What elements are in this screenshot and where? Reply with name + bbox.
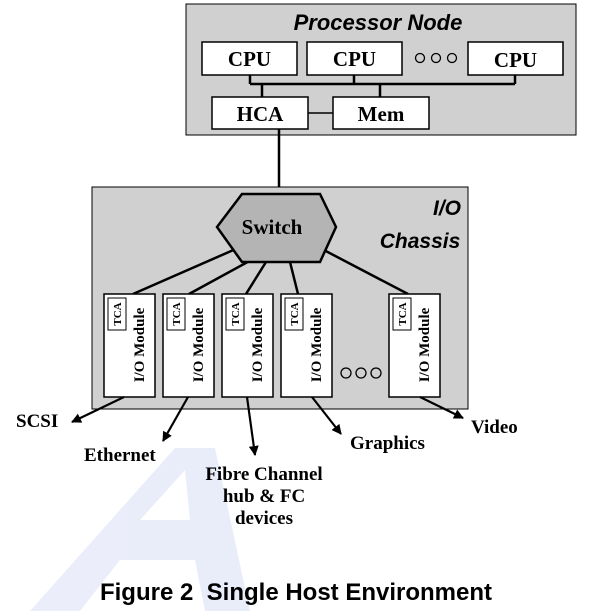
scsi-arrow xyxy=(71,396,125,423)
tca-label-1: TCA xyxy=(112,302,124,325)
cpu-box-3 xyxy=(467,41,564,76)
mem-label: Mem xyxy=(358,102,405,126)
switch-module-links xyxy=(132,246,409,296)
ethernet-label: Ethernet xyxy=(84,445,156,466)
io-module-label-2: I/O Module xyxy=(191,307,207,382)
watermark xyxy=(30,448,250,611)
mem-box xyxy=(332,96,430,130)
io-chassis-title-line1: I/O xyxy=(433,197,461,220)
io-module-label-4: I/O Module xyxy=(309,307,325,382)
hca-box xyxy=(211,96,309,130)
fibre-channel-arrow xyxy=(245,396,259,456)
io-module-2: TCA I/O Module xyxy=(162,293,215,398)
tca-box-2 xyxy=(166,297,186,331)
io-module-label-3: I/O Module xyxy=(250,307,266,382)
cpu-label-3: CPU xyxy=(494,48,537,72)
fibre-channel-label-line3: devices xyxy=(235,508,293,529)
io-module-3: TCA I/O Module xyxy=(221,293,274,398)
cpu-bus xyxy=(248,75,517,97)
graphics-arrow xyxy=(311,396,342,435)
cpu-box-2 xyxy=(306,41,403,76)
io-chassis-title-line2: Chassis xyxy=(380,230,461,253)
tca-box-5 xyxy=(392,297,412,331)
figure-caption: Figure 2 Single Host Environment xyxy=(100,579,492,606)
io-module-label-1: I/O Module xyxy=(132,307,148,382)
processor-node-title: Processor Node xyxy=(294,10,463,35)
fibre-channel-label-line2: hub & FC xyxy=(223,486,305,507)
ethernet-arrow xyxy=(162,396,189,442)
module-ellipsis xyxy=(340,367,382,379)
switch-label: Switch xyxy=(242,215,303,239)
fibre-channel-label-line1: Fibre Channel xyxy=(205,464,322,485)
graphics-label: Graphics xyxy=(350,433,425,454)
hca-label: HCA xyxy=(237,102,285,126)
tca-box-3 xyxy=(225,297,245,331)
device-arrows xyxy=(71,396,464,456)
switch-hexagon xyxy=(215,192,338,264)
cpu-label-1: CPU xyxy=(228,47,271,71)
io-module-label-5: I/O Module xyxy=(417,307,433,382)
tca-label-2: TCA xyxy=(171,302,183,325)
scsi-label: SCSI xyxy=(16,411,58,432)
io-module-1: TCA I/O Module xyxy=(103,293,156,398)
io-module-5: TCA I/O Module xyxy=(388,293,441,398)
tca-label-4: TCA xyxy=(289,302,301,325)
video-label: Video xyxy=(471,417,518,438)
tca-box-4 xyxy=(284,297,304,331)
tca-box-1 xyxy=(107,297,127,331)
tca-label-5: TCA xyxy=(397,302,409,325)
cpu-ellipsis xyxy=(414,52,458,64)
cpu-box-1 xyxy=(201,41,298,76)
tca-label-3: TCA xyxy=(230,302,242,325)
video-arrow xyxy=(419,396,464,419)
io-module-4: TCA I/O Module xyxy=(280,293,333,398)
cpu-label-2: CPU xyxy=(333,47,376,71)
